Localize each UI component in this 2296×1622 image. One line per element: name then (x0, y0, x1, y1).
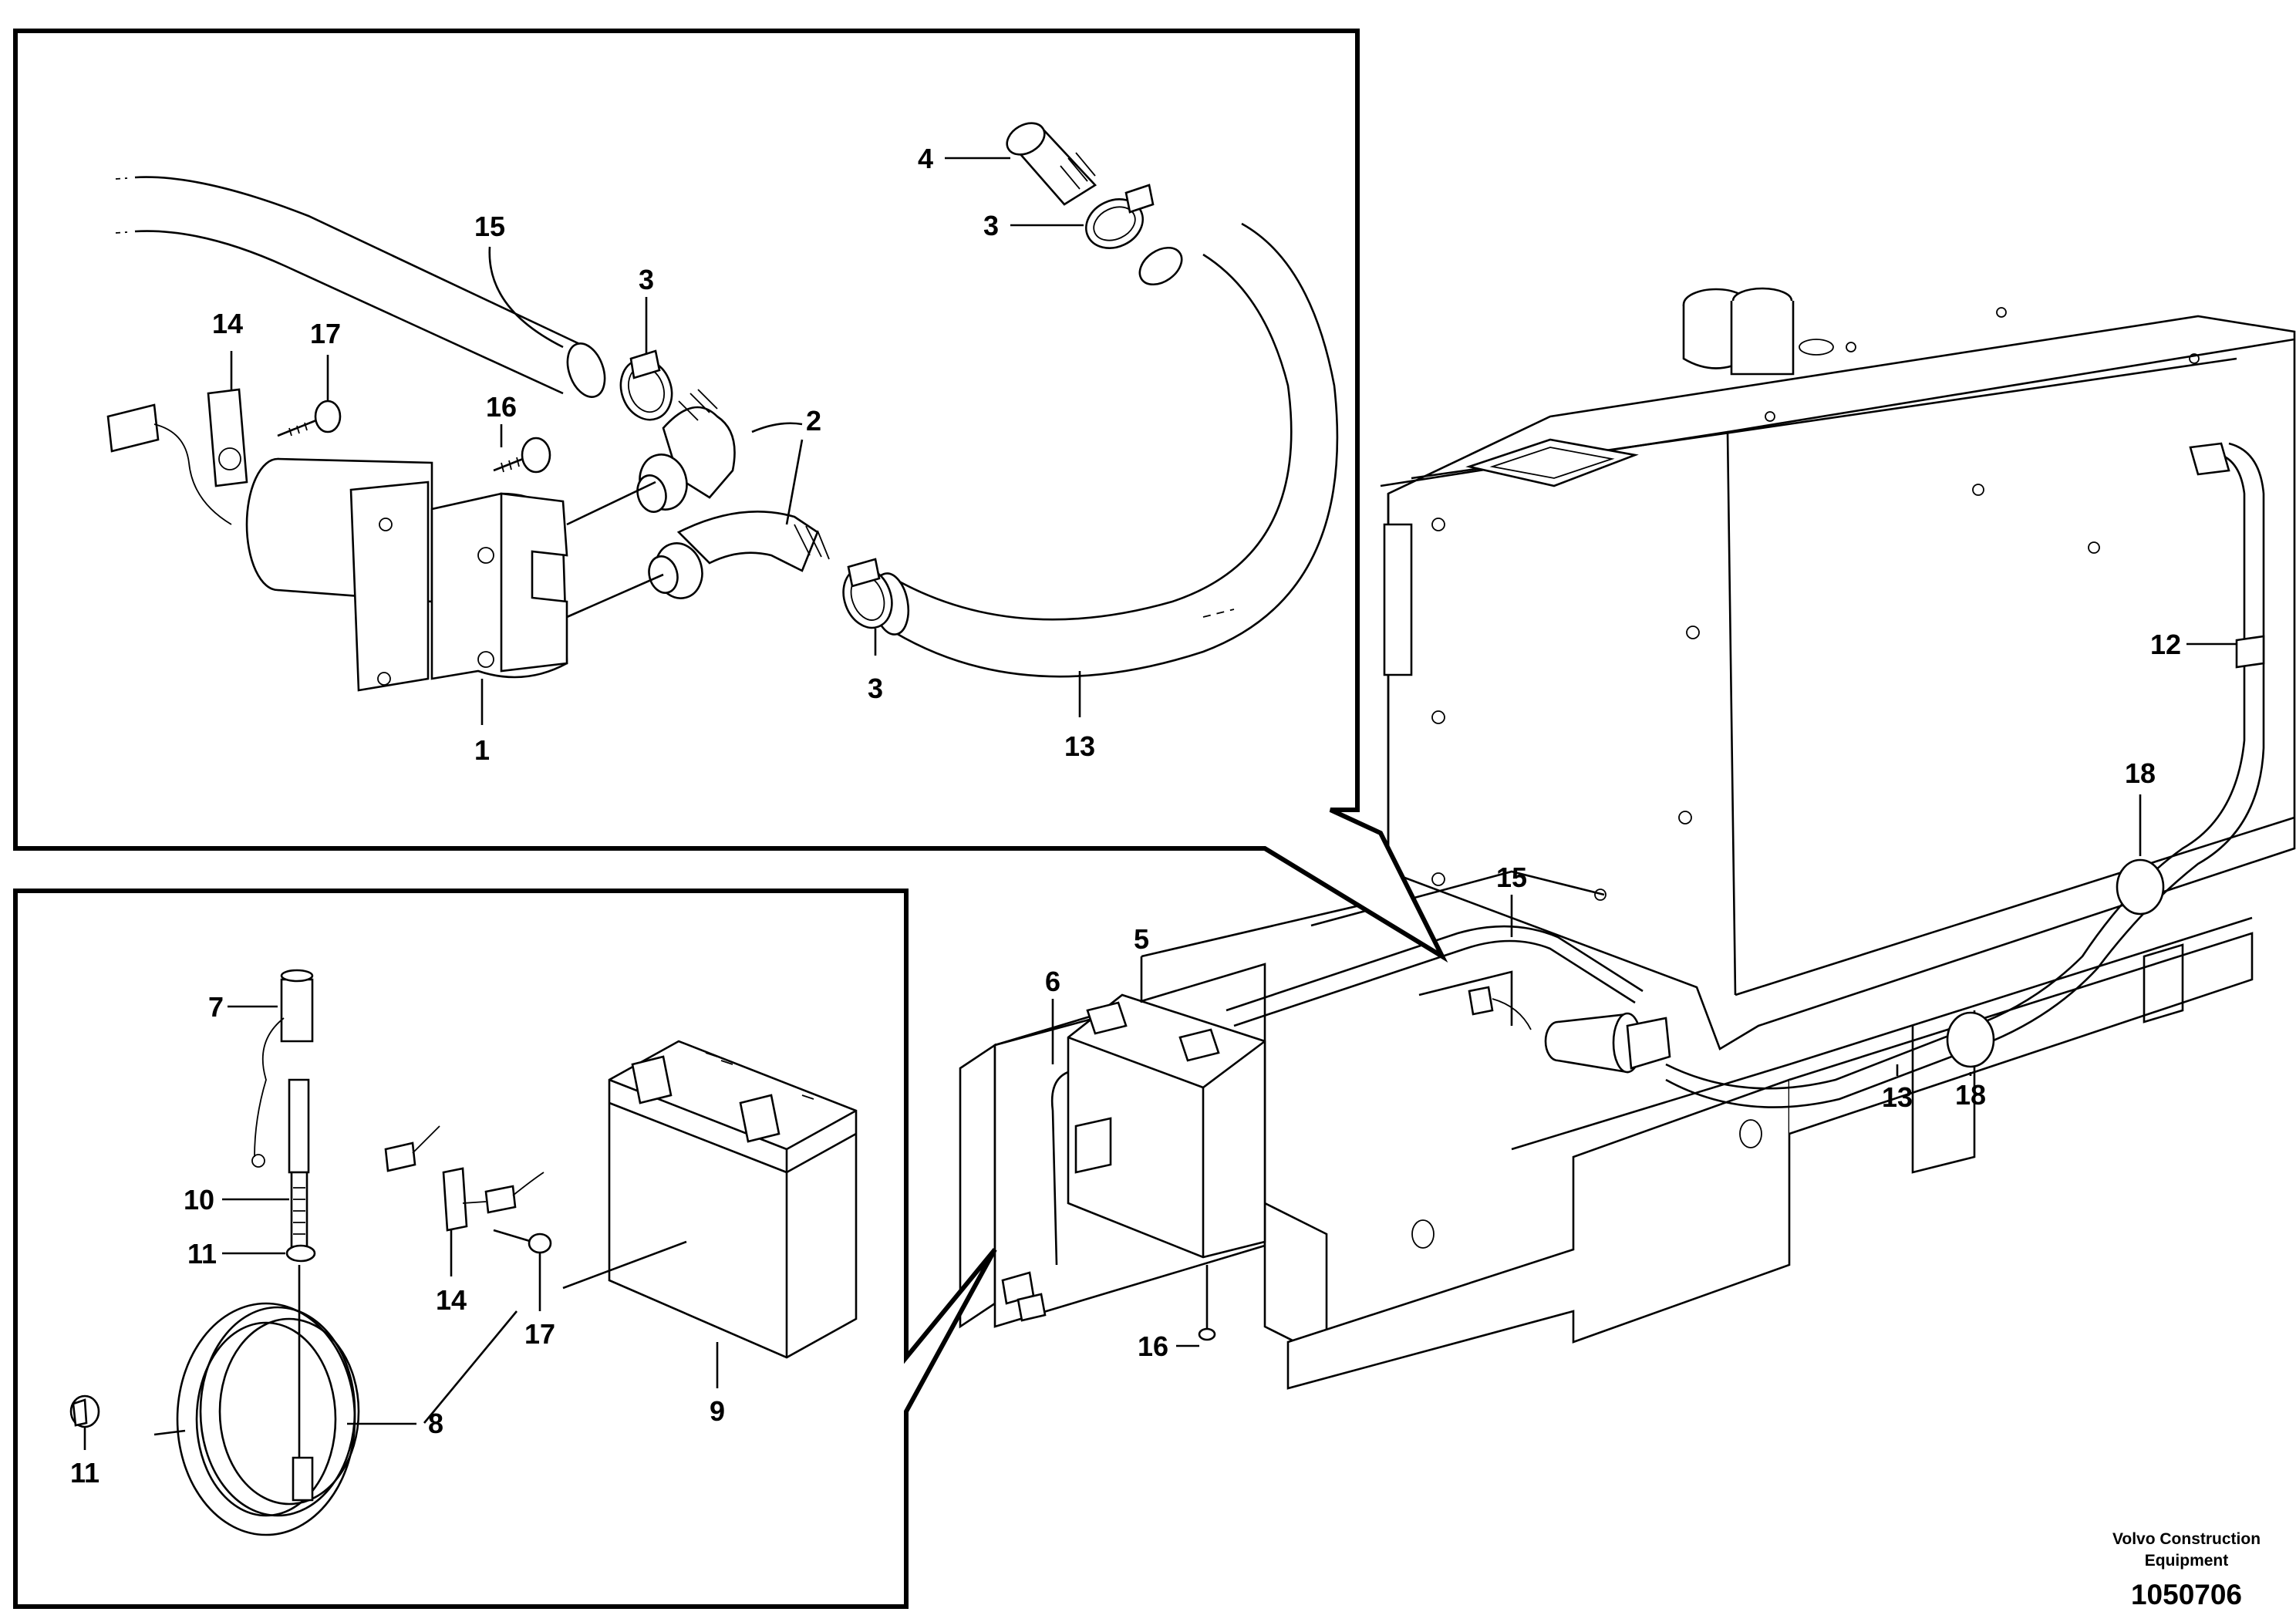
hose-15 (115, 176, 606, 398)
fitting-4 (1006, 122, 1097, 206)
bolt-17-bottom (493, 1229, 552, 1254)
callout-4: 4 (918, 143, 933, 174)
brand-line-2: Equipment (2145, 1552, 2229, 1570)
callout-14: 14 (212, 308, 243, 339)
hose-routing-main-view (1226, 442, 2265, 1108)
hydraulic-tank (1380, 287, 2296, 1050)
callout-7: 7 (208, 991, 224, 1023)
pump-1 (245, 457, 664, 692)
clamp-11-bottom (69, 1394, 100, 1428)
callout-11: 11 (70, 1457, 99, 1489)
callout-18: 18 (1955, 1079, 1986, 1111)
callout-18: 18 (2125, 757, 2156, 789)
callout-8: 8 (428, 1408, 443, 1439)
callout-12: 12 (2150, 629, 2181, 660)
callout-13: 13 (1882, 1081, 1913, 1113)
callout-17: 17 (310, 318, 341, 349)
hose-coil-8 (153, 1302, 360, 1536)
callout-leaders-bottom (83, 1005, 719, 1450)
callout-14: 14 (436, 1284, 467, 1316)
callout-15: 15 (474, 211, 505, 242)
callout-9: 9 (710, 1395, 725, 1427)
hose-13 (872, 222, 1339, 678)
clamp-11-top (285, 1244, 316, 1263)
callout-15: 15 (1496, 862, 1527, 893)
elbow-fittings-2 (636, 389, 830, 599)
callout-3: 3 (868, 673, 883, 704)
callout-6: 6 (1045, 966, 1060, 997)
callout-1: 1 (474, 734, 490, 766)
callout-leaders-main (1051, 642, 2237, 1347)
detail-frame-battery: 7 10 11 14 17 8 11 9 (13, 889, 997, 1609)
brand-line-1: Volvo Construction (2112, 1530, 2261, 1548)
drawing-number: 1050706 (2131, 1579, 2242, 1610)
connector-14 (384, 1125, 544, 1232)
callout-3: 3 (639, 264, 654, 295)
callout-16: 16 (1138, 1330, 1168, 1362)
callout-11: 11 (187, 1238, 217, 1270)
main-assembly-view (959, 287, 2296, 1390)
callout-10: 10 (184, 1184, 214, 1216)
bolt-16 (493, 437, 551, 474)
callout-17: 17 (524, 1318, 555, 1350)
bolt-main-view (1198, 1265, 1216, 1341)
callout-13: 13 (1064, 730, 1095, 762)
battery-main-view (1001, 993, 1266, 1322)
hose-clamps (619, 184, 1155, 629)
bracket-14 (106, 388, 248, 525)
battery-9 (608, 1040, 858, 1359)
sensor-7-10 (251, 969, 314, 1458)
detail-frame-pump: 4 3 15 3 2 14 17 16 3 1 13 (13, 29, 1448, 963)
callout-3: 3 (983, 210, 999, 241)
title-block: Volvo Construction Equipment 1050706 (2112, 1530, 2261, 1610)
callout-5: 5 (1134, 923, 1149, 955)
callout-16: 16 (486, 391, 517, 423)
callout-2: 2 (806, 405, 821, 437)
callout-leaders-top (230, 157, 1084, 725)
